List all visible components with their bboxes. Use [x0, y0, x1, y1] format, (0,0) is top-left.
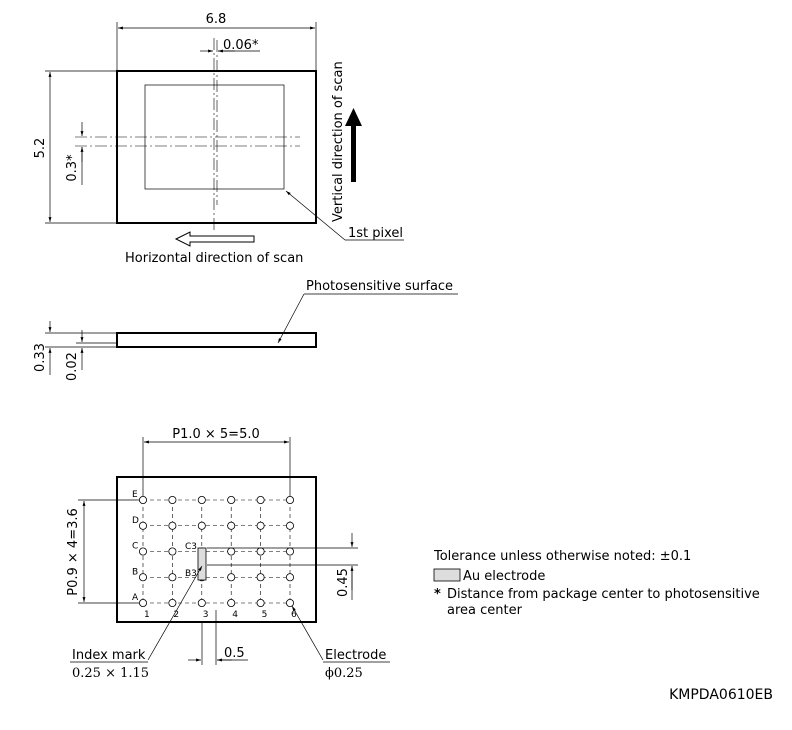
footnote-line2: area center: [447, 603, 523, 618]
index-offset-dim: 0.45: [336, 568, 351, 597]
col-label: 3: [203, 610, 209, 620]
electrode-pad-C6: [285, 547, 294, 556]
horizontal-scan-label: Horizontal direction of scan: [125, 251, 303, 266]
offset-y-dim: 0.3*: [65, 154, 80, 182]
electrode-grid: E D C B A1 2 3 4 5 6: [132, 490, 297, 620]
col-label: 5: [262, 610, 268, 620]
height-dim: 5.2: [33, 138, 48, 159]
electrode-pad-E4: [227, 495, 236, 504]
bottom-view: P1.0 × 5=5.0 P0.9 × 4=3.6 E D C B A1 2 3 4 5 6 C3…: [66, 427, 390, 681]
au-electrode-swatch: [433, 568, 461, 582]
vertical-scan-arrow-shaft: [351, 124, 356, 182]
thickness-dim: 0.33: [33, 343, 48, 372]
electrode-pad-A4: [227, 599, 236, 608]
electrode-pad-B2: [168, 573, 177, 582]
index-mark: [197, 547, 207, 581]
notes: Tolerance unless otherwise noted: ±0.1 A…: [433, 549, 760, 618]
electrode-pad-A3: [197, 599, 206, 608]
electrode-pad-D5: [256, 521, 265, 530]
col-label: 1: [144, 610, 150, 620]
package-side-outline: [116, 332, 317, 348]
horizontal-scan-arrow-icon: [174, 231, 255, 247]
vertical-scan-label: Vertical direction of scan: [331, 61, 346, 222]
electrode-pad-E1: [138, 495, 147, 504]
package-outline: [116, 70, 317, 224]
electrode-offset-dim: 0.5: [224, 646, 245, 661]
electrode-pad-C2: [168, 547, 177, 556]
electrode-pad-D2: [168, 521, 177, 530]
pad-label-c3: C3: [185, 542, 197, 552]
pitch-y-dim: P0.9 × 4=3.6: [66, 508, 81, 596]
electrode-pad-A2: [168, 599, 177, 608]
first-pixel-label: 1st pixel: [348, 226, 403, 241]
electrode-label: Electrode: [325, 648, 386, 663]
electrode-pad-C4: [227, 547, 236, 556]
index-mark-size: 0.25 × 1.15: [72, 666, 149, 681]
col-label: 4: [232, 610, 238, 620]
row-label: C: [132, 542, 138, 552]
electrode-pad-B4: [227, 573, 236, 582]
au-electrode-legend: Au electrode: [463, 569, 545, 584]
surface-depth-dim: 0.02: [65, 352, 80, 381]
col-label: 6: [291, 610, 297, 620]
electrode-pad-D4: [227, 521, 236, 530]
row-label: B: [132, 567, 138, 577]
document-code: KMPDA0610EB: [669, 687, 773, 703]
electrode-pad-B6: [285, 573, 294, 582]
electrode-pad-A5: [256, 599, 265, 608]
row-label: A: [132, 593, 139, 603]
index-mark-label: Index mark: [72, 648, 146, 663]
electrode-pad-B5: [256, 573, 265, 582]
footnote-mark: *: [434, 587, 441, 602]
vertical-scan-arrow-icon: [345, 108, 362, 126]
electrode-pad-D6: [285, 521, 294, 530]
electrode-pad-A6: [285, 599, 294, 608]
width-dim: 6.8: [206, 12, 227, 27]
electrode-pad-E6: [285, 495, 294, 504]
col-label: 2: [173, 610, 179, 620]
electrode-pad-E3: [197, 495, 206, 504]
electrode-pad-E5: [256, 495, 265, 504]
row-label: D: [132, 516, 139, 526]
electrode-pad-C5: [256, 547, 265, 556]
electrode-pad-B1: [138, 573, 147, 582]
side-view: 0.33 0.02 Photosensitive surface: [33, 279, 458, 381]
electrode-pad-D3: [197, 521, 206, 530]
row-label: E: [132, 490, 138, 500]
electrode-size: ϕ0.25: [325, 666, 363, 681]
offset-x-dim: 0.06*: [223, 38, 259, 53]
pad-label-b3: B3: [185, 569, 197, 579]
electrode-pad-A1: [138, 599, 147, 608]
electrode-pad-C1: [138, 547, 147, 556]
footnote-line1: Distance from package center to photosen…: [447, 587, 760, 602]
tolerance-note: Tolerance unless otherwise noted: ±0.1: [433, 549, 691, 564]
pitch-x-dim: P1.0 × 5=5.0: [172, 427, 260, 442]
electrode-pad-D1: [138, 521, 147, 530]
surface-label: Photosensitive surface: [306, 279, 453, 294]
package-bottom-outline: [116, 476, 317, 623]
top-view: 6.8 0.06* 5.2 0.3* Vertical direction of…: [33, 12, 404, 266]
electrode-pad-E2: [168, 495, 177, 504]
